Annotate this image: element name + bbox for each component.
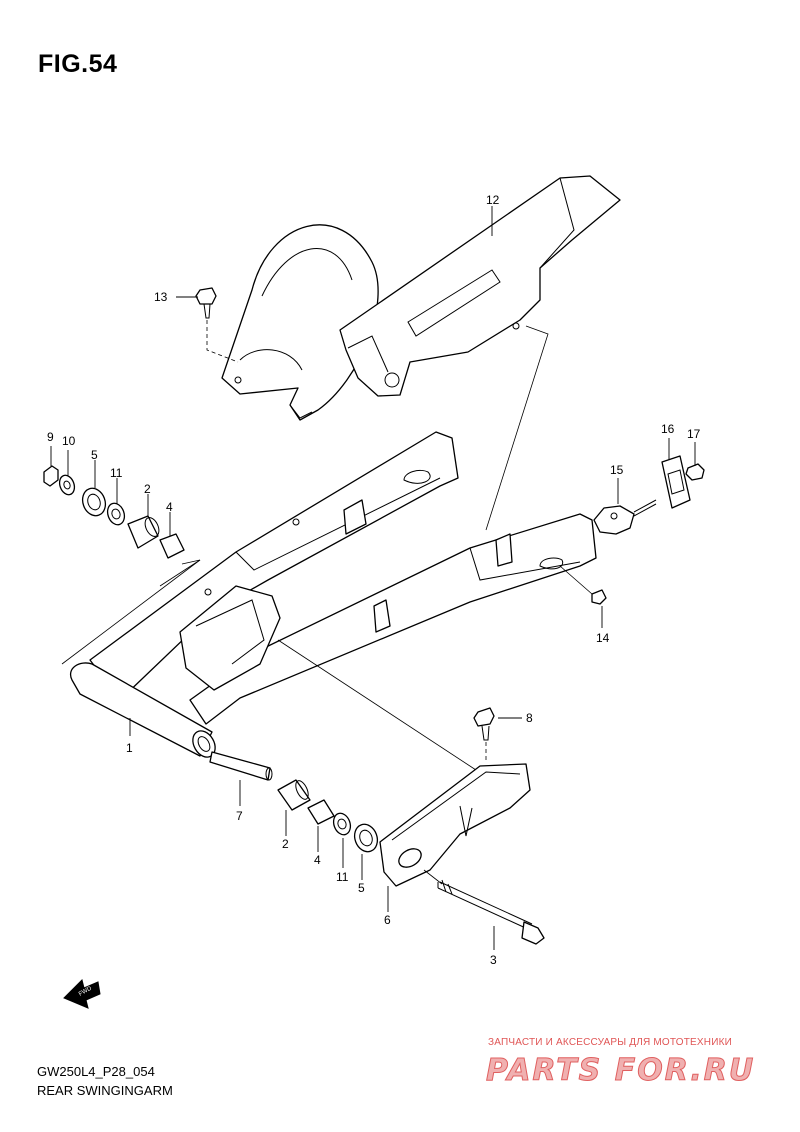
- figure-title: FIG.54: [38, 50, 118, 78]
- callout-4: 4: [166, 500, 173, 514]
- model-code: GW250L4_P28_054: [37, 1064, 155, 1079]
- callout-13: 13: [154, 290, 168, 304]
- watermark-logo: PARTS FOR.RU: [485, 1053, 756, 1089]
- bolt-part-14[interactable]: [591, 589, 607, 605]
- callout-4-lower: 4: [314, 853, 321, 867]
- callout-6: 6: [384, 913, 391, 927]
- callout-7: 7: [236, 809, 243, 823]
- nut-part-9[interactable]: [43, 465, 59, 487]
- callout-12: 12: [486, 193, 500, 207]
- oil-seal-part-5-lower[interactable]: [351, 821, 381, 855]
- bolt-part-13[interactable]: [195, 287, 217, 319]
- callout-9: 9: [47, 430, 54, 444]
- callout-5: 5: [91, 448, 98, 462]
- plate-part-16[interactable]: [661, 455, 691, 509]
- washer-part-10[interactable]: [57, 473, 77, 497]
- nut-part-17[interactable]: [685, 463, 705, 481]
- callout-8: 8: [526, 711, 533, 725]
- spacer-part-4[interactable]: [159, 533, 185, 559]
- forward-arrow-icon: FWD: [63, 979, 101, 1009]
- callout-11: 11: [110, 466, 123, 480]
- bearing-part-2-lower[interactable]: [277, 779, 311, 811]
- callout-17: 17: [687, 427, 701, 441]
- callout-10: 10: [62, 434, 76, 448]
- watermark-tagline: ЗАПЧАСТИ И АКСЕССУАРЫ ДЛЯ МОТОТЕХНИКИ: [488, 1037, 733, 1048]
- figure-caption: REAR SWINGINGARM: [37, 1083, 173, 1098]
- callout-2-lower: 2: [282, 837, 289, 851]
- callout-1: 1: [126, 741, 133, 755]
- spacer-part-4-lower[interactable]: [307, 799, 335, 825]
- swingarm-part-1[interactable]: [69, 431, 597, 761]
- bolt-part-8[interactable]: [473, 707, 495, 741]
- spacer-part-7[interactable]: [209, 751, 273, 781]
- callout-3: 3: [490, 953, 497, 967]
- callout-14: 14: [596, 631, 610, 645]
- oil-seal-part-5[interactable]: [79, 485, 109, 519]
- callout-11-lower: 11: [336, 870, 349, 884]
- adjuster-part-15[interactable]: [593, 499, 657, 535]
- callout-5-lower: 5: [358, 881, 365, 895]
- washer-part-11[interactable]: [105, 501, 128, 527]
- callout-15: 15: [610, 463, 624, 477]
- washer-part-11-lower[interactable]: [331, 811, 354, 837]
- callout-2: 2: [144, 482, 151, 496]
- bearing-part-2[interactable]: [127, 515, 162, 549]
- chain-case-part-12[interactable]: [221, 175, 621, 421]
- chain-buffer-part-6[interactable]: [379, 763, 531, 887]
- bolt-part-3[interactable]: [437, 879, 545, 945]
- callout-16: 16: [661, 422, 675, 436]
